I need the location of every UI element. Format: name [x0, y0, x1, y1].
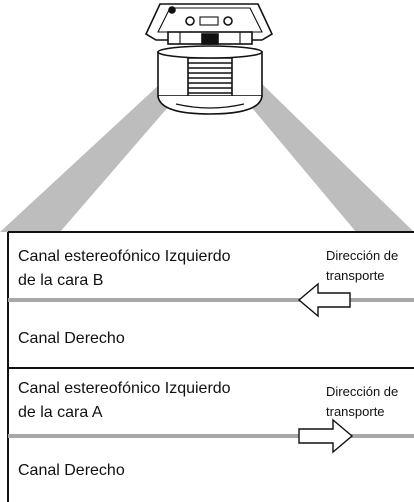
arrow-left-icon — [297, 282, 351, 318]
cassette-icon — [144, 3, 274, 45]
track-b-direction-line1: Dirección de — [326, 248, 399, 263]
track-a-direction-line1: Dirección de — [326, 384, 399, 399]
track-b-right-label: Canal Derecho — [18, 330, 125, 347]
track-a-direction-line2: transporte — [326, 404, 385, 419]
tape-head-icon — [157, 45, 263, 115]
track-b-left-label-line1: Canal estereofónico Izquierdo — [18, 248, 231, 265]
track-a-left-label-line2: de la cara A — [18, 404, 103, 421]
left-head-beam — [0, 84, 188, 232]
track-b-left-label-line2: de la cara B — [18, 272, 104, 289]
track-a-left-label-line1: Canal estereofónico Izquierdo — [18, 380, 231, 397]
track-a-right-label: Canal Derecho — [18, 462, 125, 479]
track-b-direction-line2: transporte — [326, 268, 385, 283]
arrow-right-icon — [298, 418, 354, 454]
right-head-beam — [232, 84, 414, 232]
